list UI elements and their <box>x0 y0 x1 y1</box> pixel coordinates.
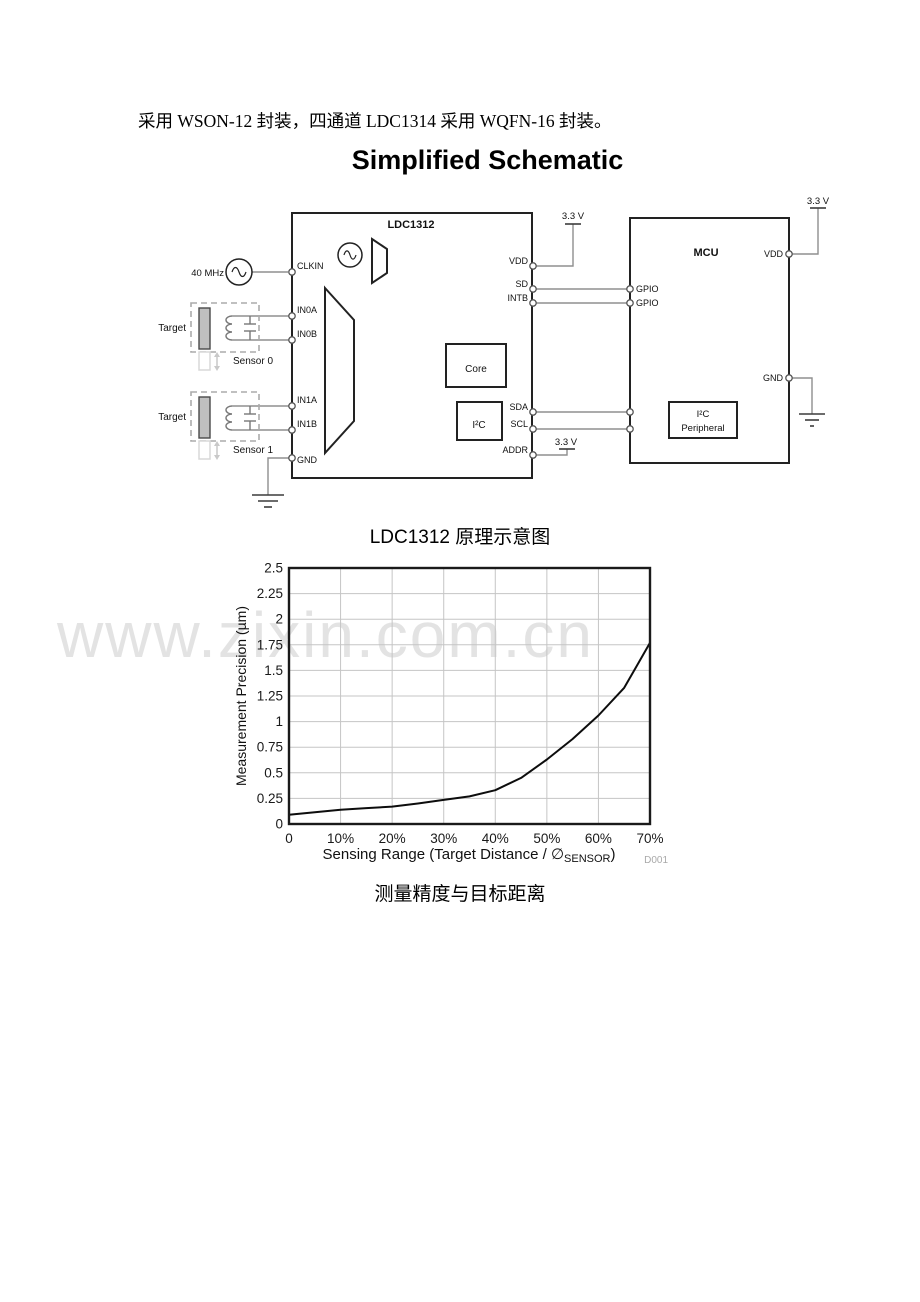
supply-label-mcu: 3.3 V <box>807 196 830 207</box>
chart-y-axis-title: Measurement Precision (µm) <box>233 606 249 786</box>
chart-grid <box>289 568 650 824</box>
input-mux-shape <box>324 285 355 456</box>
schematic-diagram: LDC1312 MCU Core I²C I²C Peripheral CLKI… <box>158 196 830 508</box>
pin-label-gnd: GND <box>297 455 318 465</box>
target1-bar <box>198 396 211 439</box>
svg-text:60%: 60% <box>585 831 612 846</box>
mcu-title: MCU <box>693 247 718 259</box>
target-sensor-1 <box>190 391 260 460</box>
target1-label: Target <box>158 412 186 423</box>
intro-paragraph: 采用 WSON-12 封装，四通道 LDC1314 采用 WQFN-16 封装。 <box>138 111 612 131</box>
svg-text:2.25: 2.25 <box>257 586 283 601</box>
supply-label-addr: 3.3 V <box>555 437 578 448</box>
svg-text:1.5: 1.5 <box>264 663 283 678</box>
i2c-peripheral-box <box>668 401 738 439</box>
svg-text:1.25: 1.25 <box>257 689 283 704</box>
sensor0-dashed-outline <box>190 302 260 353</box>
clock-frequency-label: 40 MHz <box>191 268 224 279</box>
mcu-pin-gnd: GND <box>763 373 784 383</box>
pin-label-in0a: IN0A <box>297 305 317 315</box>
svg-text:30%: 30% <box>430 831 457 846</box>
chart-caption: 测量精度与目标距离 <box>374 884 546 905</box>
target1-ghost-bar <box>198 440 211 460</box>
svg-text:50%: 50% <box>533 831 560 846</box>
mcu-pin-vdd: VDD <box>764 249 784 259</box>
pin-label-vdd: VDD <box>509 256 529 266</box>
svg-text:70%: 70% <box>636 831 663 846</box>
i2c-box <box>456 401 503 441</box>
pin-label-sd: SD <box>515 279 528 289</box>
svg-text:2: 2 <box>275 612 283 627</box>
internal-oscillator-icon <box>337 242 363 268</box>
svg-text:1.75: 1.75 <box>257 637 283 652</box>
svg-text:0.75: 0.75 <box>257 740 283 755</box>
svg-text:2.5: 2.5 <box>264 561 283 576</box>
svg-text:0: 0 <box>285 831 293 846</box>
supply-label-vdd: 3.3 V <box>562 211 585 222</box>
sensor0-coil-icon <box>225 315 233 341</box>
chip-title: LDC1312 <box>387 219 434 231</box>
i2c-peripheral-line1: I²C <box>697 409 710 420</box>
sensor1-coil-icon <box>225 405 233 431</box>
x-axis-title-subscript: SENSOR <box>564 853 611 865</box>
chart-figure-id: D001 <box>644 855 668 866</box>
x-axis-title-main: Sensing Range (Target Distance / ∅ <box>323 846 565 863</box>
svg-text:0: 0 <box>275 817 283 832</box>
target0-bar <box>198 307 211 350</box>
sensor0-label: Sensor 0 <box>233 356 273 367</box>
pin-label-sda: SDA <box>509 402 528 412</box>
power-symbols <box>252 207 826 508</box>
external-oscillator-icon <box>225 258 253 286</box>
svg-text:1: 1 <box>275 714 283 729</box>
i2c-peripheral-line2: Peripheral <box>681 423 724 434</box>
wire-mcu-gnd <box>789 377 813 414</box>
target0-ghost-bar <box>198 351 211 371</box>
sensor1-label: Sensor 1 <box>233 445 273 456</box>
target0-arrowhead-down <box>214 366 220 371</box>
target1-arrowhead-up <box>214 441 220 446</box>
ground-symbol-mcu <box>799 413 825 427</box>
pin-label-in1a: IN1A <box>297 395 317 405</box>
watermark: www.zixin.com.cn <box>57 599 594 671</box>
chart-curve-line <box>288 641 651 816</box>
target1-arrowhead-down <box>214 455 220 460</box>
pin-label-scl: SCL <box>510 419 528 429</box>
core-box <box>445 343 507 388</box>
wire-vdd-supply <box>533 224 574 267</box>
pin-label-intb: INTB <box>507 293 528 303</box>
mcu-pin-gpio-2: GPIO <box>636 298 659 308</box>
svg-text:0.5: 0.5 <box>264 765 283 780</box>
core-label: Core <box>465 364 487 375</box>
mcu-pin-gpio-1: GPIO <box>636 284 659 294</box>
sensor1-dashed-outline <box>190 391 260 442</box>
ground-symbol-chip <box>252 494 284 508</box>
wire-chip-gnd <box>267 457 292 495</box>
svg-text:10%: 10% <box>327 831 354 846</box>
svg-text:20%: 20% <box>379 831 406 846</box>
chart-x-ticklabels: 0 10% 20% 30% 40% 50% 60% 70% <box>285 831 663 846</box>
pin-terminals <box>288 250 793 462</box>
sensor0-capacitor-icon <box>244 316 256 340</box>
precision-chart: 0 10% 20% 30% 40% 50% 60% 70% 0 0.25 0.5 0.75 1 1.25… <box>233 561 668 867</box>
svg-text:40%: 40% <box>482 831 509 846</box>
schematic-title: Simplified Schematic <box>351 145 624 175</box>
schematic-caption: LDC1312 原理示意图 <box>369 527 551 548</box>
pin-label-addr: ADDR <box>502 445 528 455</box>
sensor1-capacitor-icon <box>244 406 256 430</box>
svg-text:0.25: 0.25 <box>257 791 283 806</box>
pin-label-in0b: IN0B <box>297 329 317 339</box>
i2c-label: I²C <box>472 420 485 431</box>
target-sensor-0 <box>190 302 260 371</box>
pin-label-clkin: CLKIN <box>297 261 324 271</box>
pin-label-in1b: IN1B <box>297 419 317 429</box>
chart-y-ticklabels: 0 0.25 0.5 0.75 1 1.25 1.5 1.75 2 2.25 2.5 <box>257 561 283 832</box>
clock-mux-shape <box>371 237 388 285</box>
wire-mcu-vdd-supply <box>789 208 819 255</box>
x-axis-title-end: ) <box>611 846 616 863</box>
target0-label: Target <box>158 323 186 334</box>
target0-arrowhead-up <box>214 352 220 357</box>
chart-plot-border <box>287 566 652 826</box>
chart-x-axis-title: Sensing Range (Target Distance / ∅SENSOR… <box>323 846 616 865</box>
